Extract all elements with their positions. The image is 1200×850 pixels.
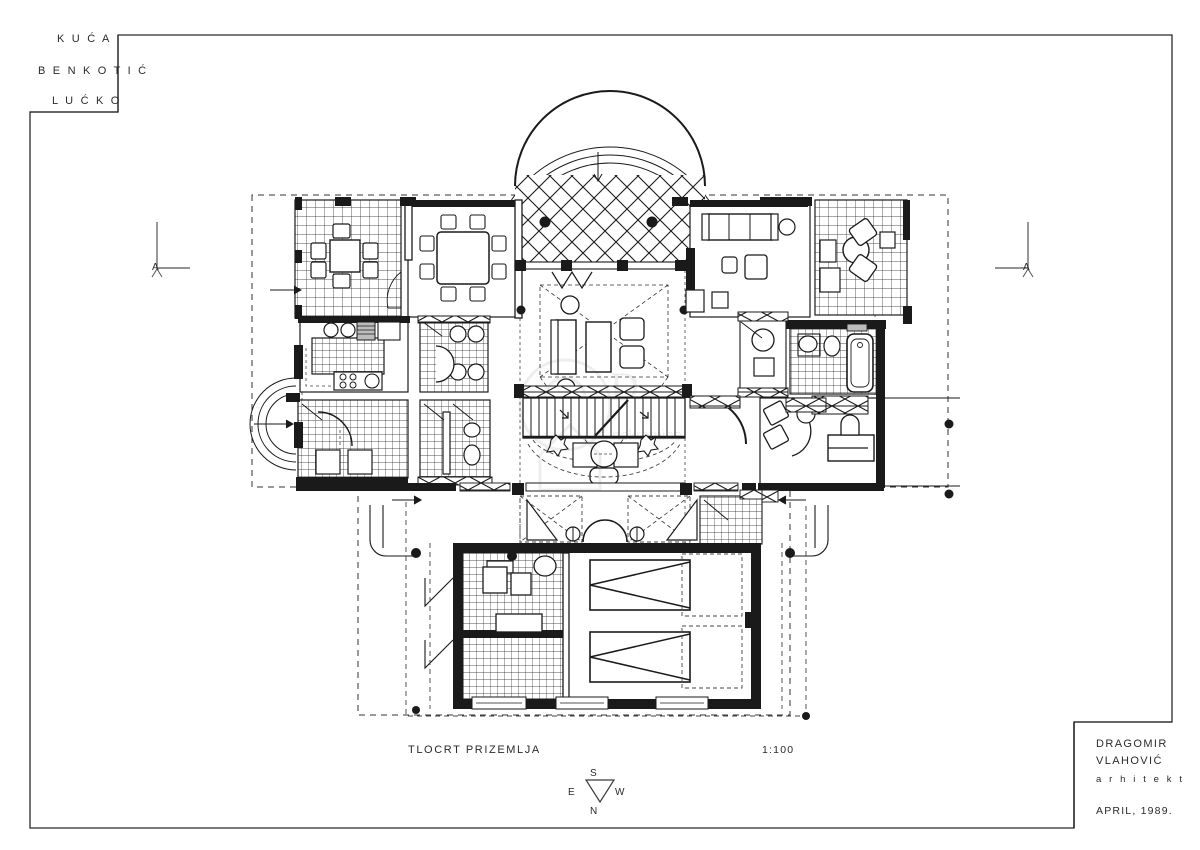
east-beam-band	[689, 395, 827, 413]
datum-leaders	[270, 285, 960, 487]
lounge-east	[685, 200, 811, 318]
porch-column	[646, 216, 658, 228]
armchair	[619, 345, 645, 369]
wc	[463, 444, 481, 466]
planter	[546, 434, 570, 458]
living-room	[514, 260, 692, 490]
architect-block-frame	[1073, 721, 1172, 828]
south-wall-band	[296, 482, 884, 495]
pantry	[417, 315, 491, 393]
title-line-benkotic: B E N K O T I Ć	[38, 65, 149, 77]
wc-guest	[417, 399, 493, 486]
compass-label-north: N	[590, 806, 598, 817]
section-label-a-left: A	[152, 262, 159, 273]
dining-room	[386, 199, 523, 319]
terrace-east	[814, 199, 910, 316]
entry-hall	[527, 434, 681, 478]
drawing-date: APRIL, 1989.	[1096, 805, 1173, 817]
kitchen-island	[311, 337, 385, 375]
washbasin	[463, 422, 481, 438]
section-marker-right	[995, 222, 1034, 278]
title-block-frame	[30, 35, 119, 113]
architect-name-line2: VLAHOVIĆ	[1096, 755, 1163, 767]
compass-label-east: E	[568, 787, 575, 798]
site-boundary-dashed	[251, 194, 949, 716]
bathroom-main	[786, 320, 886, 398]
structural-columns	[411, 419, 954, 720]
coffee-table	[585, 321, 612, 373]
title-line-kuca: K U Ć A	[57, 33, 112, 45]
bathtub	[846, 333, 874, 393]
terrace-west	[294, 197, 402, 319]
east-hall	[737, 311, 789, 398]
garage-site-dashed	[405, 502, 807, 717]
driveway-rails	[369, 495, 829, 557]
wall-piers	[286, 197, 912, 402]
west-round-feature	[249, 377, 297, 471]
armchair	[619, 317, 645, 341]
sink-bowl	[323, 322, 339, 338]
architect-name-line1: DRAGOMIR	[1096, 738, 1168, 750]
section-label-a-right: A	[1023, 262, 1030, 273]
wc	[823, 335, 841, 357]
dining-table	[436, 231, 490, 285]
staircase	[514, 384, 692, 439]
terrace-table	[329, 239, 361, 273]
architect-role: a r h i t e k t	[1096, 774, 1185, 785]
garage	[424, 543, 761, 710]
sofa	[555, 319, 577, 375]
compass-label-west: W	[615, 787, 625, 798]
drawing-title: TLOCRT PRIZEMLJA	[408, 744, 541, 756]
porch-column	[539, 216, 551, 228]
compass-rose	[584, 779, 616, 804]
sink-bowl	[340, 322, 356, 338]
drawing-scale: 1:100	[762, 744, 795, 756]
car-bay	[589, 559, 691, 611]
compass-label-south: S	[590, 768, 597, 779]
kitchen	[294, 316, 410, 393]
sofa	[707, 213, 773, 241]
washbasin	[798, 335, 818, 353]
utility-room	[294, 399, 409, 485]
car-bay	[589, 631, 691, 683]
section-marker-left	[151, 222, 190, 278]
title-line-lucko: L U Ć K O	[52, 95, 122, 107]
garage-forecourt	[519, 489, 779, 545]
